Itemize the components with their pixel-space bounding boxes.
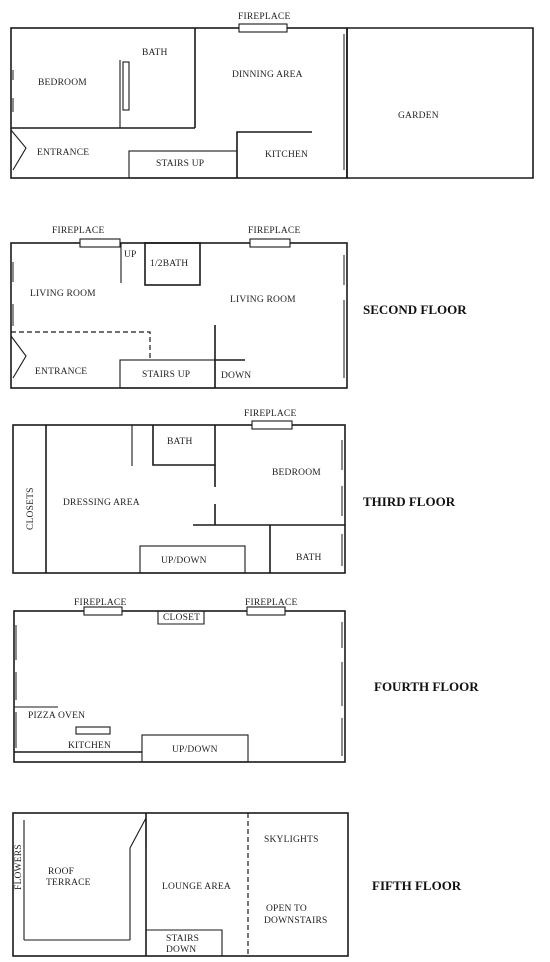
fireplace-fixture: [238, 23, 288, 33]
kitchen-label: KITCHEN: [68, 741, 111, 751]
garden-outline: [347, 27, 534, 179]
half-bath-label: 1/2BATH: [150, 259, 188, 269]
entrance-label: ENTRANCE: [35, 367, 87, 377]
first-floor-plan: FIREPLACE BATH BEDROOM DINNING AREA GARD…: [10, 12, 534, 179]
room-divider: [11, 331, 151, 360]
fireplace-left-label: FIREPLACE: [74, 598, 126, 608]
terrace-door: [129, 817, 147, 849]
second-floor-title: SECOND FLOOR: [363, 302, 467, 317]
fireplace-fixture-right: [249, 238, 291, 248]
open-to-label-1: OPEN TO: [266, 904, 307, 914]
fourth-floor-plan: FIREPLACE CLOSET FIREPLACE PIZZA OVEN KI…: [13, 598, 479, 763]
stairs-up-label: STAIRS UP: [156, 159, 204, 169]
half-bath-room: [144, 242, 201, 286]
entrance-door: [10, 335, 27, 379]
fireplace-fixture-left: [83, 606, 123, 616]
entrance-door: [10, 129, 27, 171]
third-floor-title: THIRD FLOOR: [363, 494, 456, 509]
lounge-area-label: LOUNGE AREA: [162, 882, 231, 892]
fifth-floor-outline: [12, 812, 349, 957]
stairs-down-box: [146, 929, 223, 956]
fireplace-fixture: [251, 420, 293, 430]
garden-label: GARDEN: [398, 111, 439, 121]
closets-label: CLOSETS: [26, 487, 36, 530]
stairs-up-label: STAIRS UP: [142, 370, 190, 380]
down-label: DOWN: [221, 371, 251, 381]
kitchen-counter: [75, 726, 111, 735]
roof-terrace-label-1: ROOF: [48, 867, 74, 877]
living-room-left-label: LIVING ROOM: [30, 289, 96, 299]
kitchen-label: KITCHEN: [265, 150, 308, 160]
flowers-label: FLOWERS: [14, 844, 24, 890]
closet-box: [157, 611, 205, 625]
skylights-label: SKYLIGHTS: [264, 835, 319, 845]
bathtub-fixture: [122, 61, 130, 111]
stairs-down-label-1: STAIRS: [166, 934, 199, 944]
bedroom-label: BEDROOM: [38, 78, 87, 88]
stairs-down-label-2: DOWN: [166, 945, 196, 955]
kitchen-wall: [236, 131, 312, 178]
entrance-label: ENTRANCE: [37, 148, 89, 158]
up-down-label: UP/DOWN: [172, 745, 218, 755]
fireplace-left-label: FIREPLACE: [52, 226, 104, 236]
up-down-label: UP/DOWN: [161, 556, 207, 566]
up-label: UP: [124, 250, 137, 260]
fourth-floor-outline: [13, 610, 346, 763]
fireplace-right-label: FIREPLACE: [245, 598, 297, 608]
bath-bottom-label: BATH: [296, 553, 322, 563]
fireplace-label: FIREPLACE: [238, 12, 290, 22]
fireplace-fixture-left: [79, 238, 121, 248]
open-to-label-2: DOWNSTAIRS: [264, 916, 328, 926]
bath-top-label: BATH: [167, 437, 193, 447]
dinning-area-label: DINNING AREA: [232, 70, 303, 80]
fifth-floor-plan: FLOWERS ROOF TERRACE LOUNGE AREA SKYLIGH…: [12, 812, 462, 957]
fireplace-fixture-right: [246, 606, 286, 616]
fourth-floor-title: FOURTH FLOOR: [374, 679, 479, 694]
fireplace-right-label: FIREPLACE: [248, 226, 300, 236]
dressing-area-label: DRESSING AREA: [63, 498, 140, 508]
roof-terrace-label-2: TERRACE: [46, 878, 91, 888]
bath-label: BATH: [142, 48, 168, 58]
up-down-stairs-box: [141, 734, 249, 763]
fifth-floor-title: FIFTH FLOOR: [372, 878, 462, 893]
living-room-right-label: LIVING ROOM: [230, 295, 296, 305]
fireplace-label: FIREPLACE: [244, 409, 296, 419]
pizza-oven-label: PIZZA OVEN: [28, 711, 85, 721]
closet-label: CLOSET: [163, 613, 200, 623]
bath-top-room: [152, 425, 216, 466]
bedroom-label: BEDROOM: [272, 468, 321, 478]
third-floor-plan: FIREPLACE BATH BEDROOM CLOSETS DRESSING …: [12, 409, 456, 574]
up-down-stairs-box: [139, 545, 246, 574]
second-floor-plan: FIREPLACE FIREPLACE UP 1/2BATH LIVING RO…: [10, 226, 467, 389]
